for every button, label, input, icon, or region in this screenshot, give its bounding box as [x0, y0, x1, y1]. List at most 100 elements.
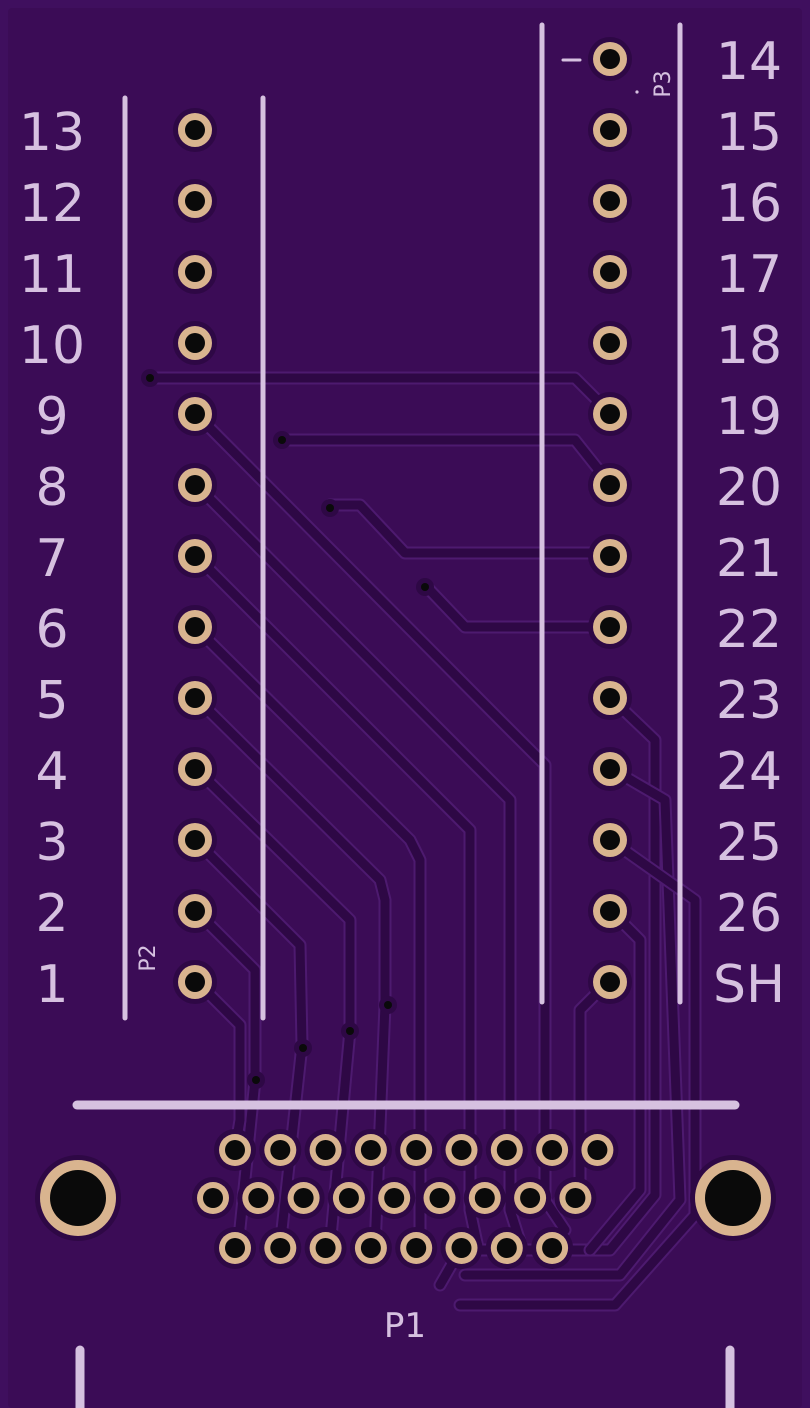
left-pin-label: 11	[19, 245, 85, 305]
ref-p2: P2	[136, 944, 161, 971]
connector-p1-pads	[192, 1129, 619, 1269]
p1-pad-hole	[542, 1140, 563, 1160]
left-pin-label: 3	[35, 813, 68, 873]
p1-pad-hole	[315, 1238, 336, 1258]
connector-p2-pads	[173, 108, 217, 1004]
trace	[190, 408, 570, 1235]
p3-pad-hole	[600, 404, 620, 424]
left-pin-label: 13	[19, 103, 85, 163]
right-pin-label: 22	[716, 600, 782, 660]
p1-pad-hole	[451, 1238, 472, 1258]
p3-pad-hole	[600, 475, 620, 495]
mounting-hole-left-hole	[50, 1170, 106, 1226]
trace	[190, 692, 390, 1253]
p1-pad-hole	[406, 1140, 427, 1160]
p3-pad-hole	[600, 262, 620, 282]
ref-p1: P1	[384, 1306, 426, 1346]
p1-pad-hole	[520, 1188, 541, 1208]
via-hole	[421, 583, 429, 591]
p2-pad-hole	[185, 262, 205, 282]
p2-pad-hole	[185, 617, 205, 637]
left-pin-label: 1	[35, 955, 68, 1015]
p1-pad-hole	[225, 1238, 245, 1258]
right-pin-label: 15	[716, 103, 782, 163]
p1-pad-hole	[338, 1188, 359, 1208]
p3-pad-hole	[600, 120, 620, 140]
p3-orientation-dot	[635, 90, 639, 94]
right-pin-label: 17	[716, 245, 782, 305]
p1-pad-hole	[270, 1140, 291, 1160]
p2-pad-hole	[185, 475, 205, 495]
left-pin-label: 5	[35, 671, 68, 731]
p1-pad-hole	[360, 1238, 381, 1258]
p3-pad-hole	[600, 901, 620, 921]
p1-pad-hole	[542, 1238, 563, 1258]
right-pin-label: 20	[716, 458, 782, 518]
right-pin-label: 14	[716, 32, 782, 92]
left-pin-label: 2	[35, 884, 68, 944]
p1-pad-hole	[360, 1140, 381, 1160]
p1-pad-hole	[315, 1140, 336, 1160]
via-hole	[346, 1027, 354, 1035]
p2-pad-hole	[185, 404, 205, 424]
p2-pad-hole	[185, 901, 205, 921]
connector-p3-pads	[588, 37, 632, 1004]
right-pin-label: 26	[716, 884, 782, 944]
silkscreen-lines	[72, 22, 740, 1408]
trace	[190, 622, 425, 1253]
trace	[190, 550, 483, 1253]
p2-pad-hole	[185, 830, 205, 850]
right-pin-label: 16	[716, 174, 782, 234]
trace	[420, 580, 615, 632]
p2-pad-hole	[185, 333, 205, 353]
via-hole	[326, 504, 334, 512]
p1-pad-hole	[474, 1188, 495, 1208]
p1-pad-hole	[565, 1188, 586, 1208]
p1-pad-hole	[270, 1238, 291, 1258]
trace	[190, 479, 527, 1253]
p2-pad-hole	[185, 120, 205, 140]
left-pin-label: 10	[19, 316, 85, 376]
via-hole	[278, 436, 286, 444]
p3-pad-hole	[600, 333, 620, 353]
via-hole	[146, 374, 154, 382]
left-pin-label: 8	[35, 458, 68, 518]
right-pin-label: 21	[716, 529, 782, 589]
left-pin-label: 9	[35, 387, 68, 447]
p1-pad-hole	[293, 1188, 314, 1208]
p3-pad-hole	[600, 617, 620, 637]
p2-pad-hole	[185, 191, 205, 211]
right-pin-label: 18	[716, 316, 782, 376]
left-pin-label: 6	[35, 600, 68, 660]
left-pin-label: 7	[35, 529, 68, 589]
vias	[141, 369, 434, 1089]
mounting-holes	[35, 1155, 776, 1241]
p1-pad-hole	[496, 1140, 517, 1160]
p3-pad-hole	[600, 759, 620, 779]
trace	[325, 500, 615, 558]
left-pin-label: 12	[19, 174, 85, 234]
trace	[460, 763, 685, 1280]
right-pin-label: 23	[716, 671, 782, 731]
p1-pad-hole	[429, 1188, 450, 1208]
p3-pad-hole	[600, 972, 620, 992]
p1-pad-hole	[406, 1238, 427, 1258]
p2-pad-hole	[185, 688, 205, 708]
p1-pad-hole	[587, 1140, 608, 1160]
p3-pad-hole	[600, 830, 620, 850]
mounting-hole-right-hole	[705, 1170, 761, 1226]
p1-pad-hole	[384, 1188, 405, 1208]
p3-pad-hole	[600, 191, 620, 211]
p2-pad-hole	[185, 759, 205, 779]
p1-pad-hole	[203, 1188, 223, 1208]
ref-p3: P3	[651, 70, 676, 97]
via-hole	[299, 1044, 307, 1052]
p3-pad-hole	[600, 49, 620, 69]
right-pin-label: 19	[716, 387, 782, 447]
p1-pad-hole	[225, 1140, 245, 1160]
p2-pad-hole	[185, 972, 205, 992]
p1-pad-hole	[248, 1188, 269, 1208]
